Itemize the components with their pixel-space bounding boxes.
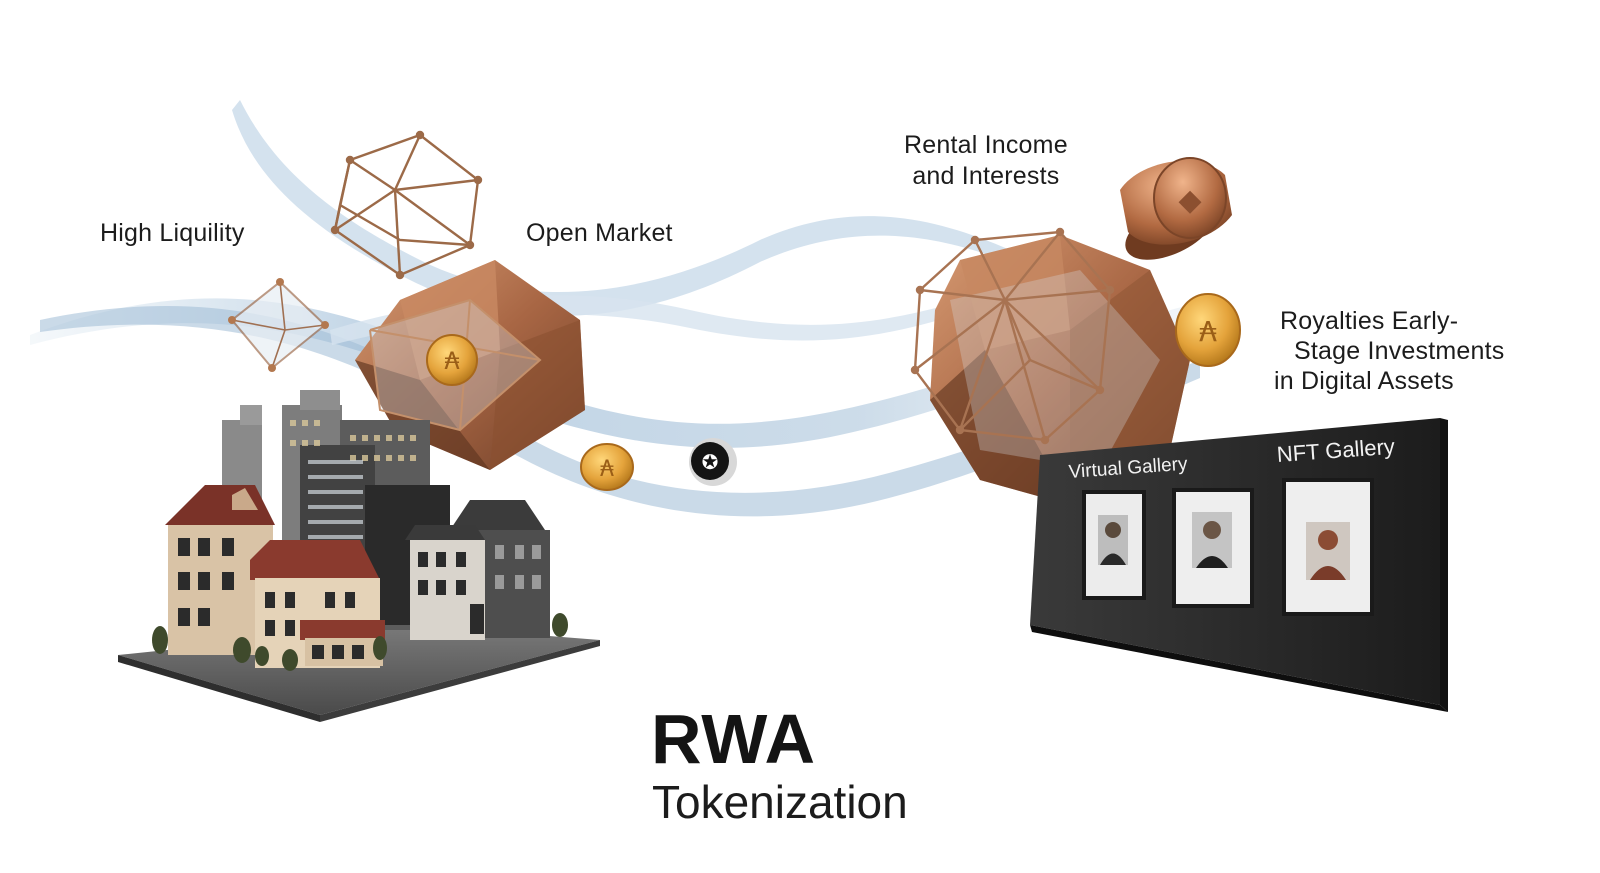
building-icon (405, 500, 550, 640)
label-high-liquidity: High Liquility (100, 219, 245, 247)
picture-frame-icon (1082, 490, 1146, 600)
glass-octahedron-icon (228, 278, 329, 372)
page-title: RWA (651, 700, 817, 778)
svg-text:◆: ◆ (1178, 183, 1201, 218)
svg-text:₳: ₳ (444, 347, 460, 375)
page-subtitle: Tokenization (652, 776, 908, 828)
svg-text:₳: ₳ (1199, 315, 1217, 348)
gold-coin-icon: ₳ (426, 334, 478, 386)
label-royalties: Royalties Early- Stage Investments in Di… (1274, 306, 1505, 396)
bronze-token-icon: ◆ (1120, 157, 1232, 260)
city-buildings (118, 390, 600, 722)
black-token-icon: ✪ (689, 438, 737, 486)
picture-frame-icon (1282, 478, 1374, 616)
building-icon (250, 540, 385, 668)
label-royalties-line: Royalties Early- (1280, 307, 1459, 335)
label-rental-line: and Interests (912, 162, 1060, 190)
gallery-wall (1030, 418, 1448, 712)
label-royalties-line: in Digital Assets (1274, 367, 1454, 395)
gold-coin-icon: ₳ (580, 443, 634, 491)
label-open-market: Open Market (526, 219, 673, 247)
wireframe-polyhedron-icon (910, 227, 1115, 445)
picture-frame-icon (1172, 488, 1254, 608)
label-rental-line: Rental Income (904, 131, 1068, 159)
label-rental-income: Rental Income and Interests (904, 130, 1068, 192)
label-royalties-line: Stage Investments (1294, 337, 1505, 365)
gold-coin-icon: ₳ (1175, 293, 1241, 367)
svg-text:✪: ✪ (702, 450, 719, 474)
svg-text:₳: ₳ (600, 457, 614, 482)
wireframe-polyhedron-icon (330, 130, 483, 280)
